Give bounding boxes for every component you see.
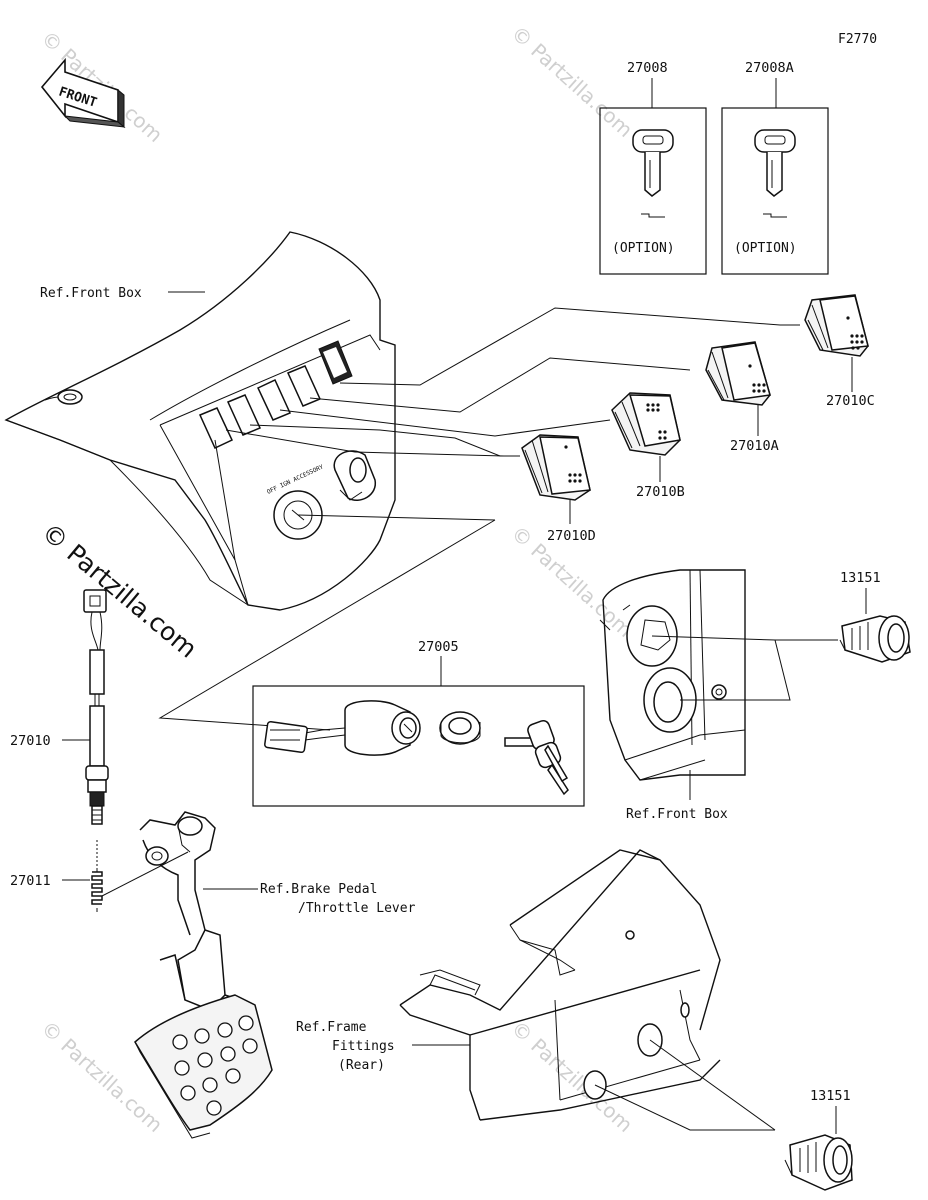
spring-icon (91, 868, 103, 912)
key-27008-group: 27008 (OPTION) (599, 60, 707, 275)
key-icon (632, 129, 674, 218)
label-switch-27010d: 27010D (547, 528, 596, 544)
frame-fittings-rear (399, 849, 721, 1121)
dash-socket (333, 450, 376, 501)
ref-frame-line2: Fittings (332, 1039, 395, 1054)
key-box (599, 107, 707, 275)
socket-lower-icon (784, 1134, 853, 1191)
dash-switch-slots (198, 340, 353, 450)
label-socket-upper: 13151 (840, 570, 881, 586)
brake-switch-icon (83, 589, 109, 825)
rocker-switch-27010c (804, 294, 869, 392)
label-socket-lower: 13151 (810, 1088, 851, 1104)
ignition-kit-box (252, 685, 585, 807)
key-icon (754, 129, 796, 218)
rocker-switch-27010a (705, 341, 771, 436)
watermark-faint-5: © Partzilla.com (507, 1016, 638, 1137)
lock-nut-icon (439, 711, 481, 745)
ref-frame-line1: Ref.Frame (296, 1020, 367, 1035)
label-spring: 27011 (10, 873, 51, 889)
label-switch-27010c: 27010C (826, 393, 875, 409)
ignition-switch-icon (264, 700, 421, 756)
ref-front-box-top: Ref.Front Box (40, 286, 142, 301)
key-option-note: (OPTION) (612, 241, 675, 256)
key-27008a-group: 27008A (OPTION) (721, 60, 829, 275)
label-ignition-kit: 27005 (418, 639, 459, 655)
ref-brake-pedal-line2: /Throttle Lever (298, 901, 416, 916)
watermark-main: © Partzilla.com (36, 517, 202, 663)
label-switch-27010a: 27010A (730, 438, 779, 454)
front-box-right-panel (599, 569, 746, 781)
label-brake-switch: 27010 (10, 733, 51, 749)
dash-ignition-switch: OFF IGN ACCESSORY (266, 463, 325, 540)
label-switch-27010b: 27010B (636, 484, 685, 500)
socket-upper-icon (839, 615, 911, 663)
ignition-keys-icon (504, 719, 569, 796)
key-part-number: 27008 (627, 60, 668, 76)
ref-brake-pedal-line1: Ref.Brake Pedal (260, 882, 377, 897)
brake-pedal (134, 811, 273, 1139)
rocker-switch-27010b (611, 392, 681, 482)
ref-front-box-right: Ref.Front Box (626, 807, 728, 822)
switch-leader-lines (158, 307, 800, 731)
ref-frame-line3: (Rear) (338, 1058, 385, 1073)
key-box (721, 107, 829, 275)
key-option-note: (OPTION) (734, 241, 797, 256)
key-part-number: 27008A (745, 60, 794, 76)
rocker-switch-27010d (521, 434, 591, 524)
figure-code: F2770 (838, 32, 877, 47)
front-arrow-icon: FRONT (40, 57, 126, 129)
watermark-faint-2: © Partzilla.com (507, 21, 638, 142)
